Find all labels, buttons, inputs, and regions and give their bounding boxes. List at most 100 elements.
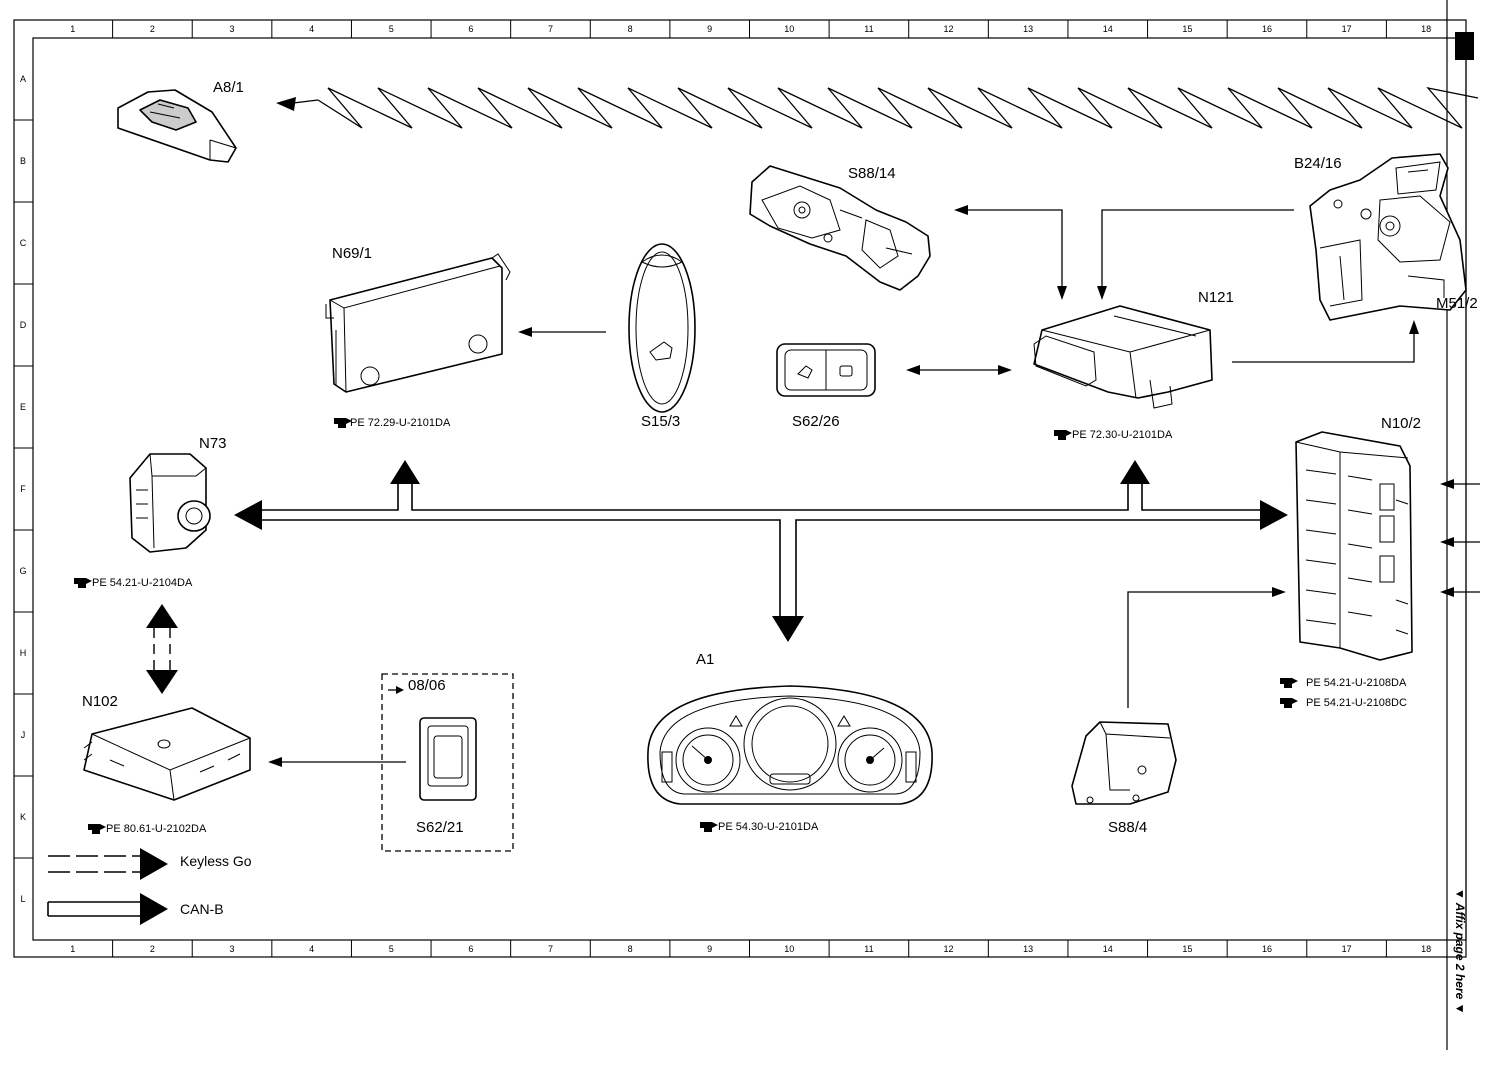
s88-14-illustration [749,165,931,291]
can-arrow-n121 [1120,460,1150,484]
grid-col-label: 3 [230,24,235,34]
grid-row-label: H [20,648,27,658]
n121-illustration [1033,305,1213,409]
grid-row-label: J [21,730,26,740]
grid-col-label: 4 [309,944,314,954]
grid-col-label: 15 [1182,944,1192,954]
grid-col-label: 9 [707,24,712,34]
legend-can-b-label: CAN-B [180,901,224,917]
can-arrow-n73 [234,500,262,530]
grid-col-label: 8 [628,24,633,34]
grid-col-label: 9 [707,944,712,954]
ref-n73: PE 54.21-U-2104DA [92,577,193,589]
ref-n121: PE 72.30-U-2101DA [1072,429,1173,441]
reference-icon [88,824,106,834]
n102-illustration [83,707,251,801]
radio-zigzag [317,86,1479,129]
grid-col-label: 5 [389,24,394,34]
keyless-link-n73-n102 [146,604,178,694]
grid-row-label: K [20,812,26,822]
grid-row-label: L [20,894,25,904]
can-arrow-a1 [772,616,804,642]
grid-col-label: 2 [150,944,155,954]
grid-col-label: 8 [628,944,633,954]
signal-lines [280,209,1480,763]
reference-icons [74,418,1298,834]
grid-row-label: B [20,156,26,166]
reference-icon [1280,698,1298,708]
reference-icon [1280,678,1298,688]
grid-col-label: 12 [944,944,954,954]
label-s62-21: S62/21 [416,819,464,836]
label-a8-1: A8/1 [213,79,244,96]
ref-a1: PE 54.30-U-2101DA [718,821,819,833]
grid-col-label: 10 [784,24,794,34]
label-n121: N121 [1198,289,1234,306]
label-s15-3: S15/3 [641,413,680,430]
ref-n10-2-b: PE 54.21-U-2108DC [1306,697,1407,709]
grid-col-label: 11 [864,24,873,34]
s62-21-optional-frame [381,673,514,852]
grid-col-label: 1 [70,24,75,34]
label-a1: A1 [696,651,714,668]
grid-col-label: 5 [389,944,394,954]
grid-col-label: 2 [150,24,155,34]
grid-col-label: 4 [309,24,314,34]
grid-col-label: 10 [784,944,794,954]
grid-col-label: 14 [1103,24,1113,34]
ref-n10-2-a: PE 54.21-U-2108DA [1306,677,1407,689]
s62-26-illustration [776,343,876,397]
n10-2-illustration [1295,431,1413,661]
label-n102: N102 [82,693,118,710]
grid-col-label: 6 [468,24,473,34]
grid-col-label: 6 [468,944,473,954]
grid-row-label: C [20,238,27,248]
note-s62-21: 08/06 [408,677,446,694]
label-s62-26: S62/26 [792,413,840,430]
reference-icon [334,418,352,428]
grid-col-label: 18 [1421,944,1431,954]
grid-col-label: 1 [70,944,75,954]
grid-col-label: 17 [1342,944,1352,954]
label-b24-16: B24/16 [1294,155,1342,172]
n73-illustration [129,453,211,553]
grid-col-label: 15 [1182,24,1192,34]
reference-icon [74,578,92,588]
a1-instrument-cluster [647,685,933,805]
ref-n69-1: PE 72.29-U-2101DA [350,417,451,429]
legend-keyless-go-label: Keyless Go [180,853,252,869]
label-m51-2: M51/2 [1436,295,1478,312]
grid-col-label: 18 [1421,24,1431,34]
corner-mark [1455,32,1474,60]
grid-col-label: 7 [548,944,553,954]
grid-col-label: 17 [1342,24,1352,34]
label-s88-14: S88/14 [848,165,896,182]
grid-row-label: A [20,74,26,84]
ref-n102: PE 80.61-U-2102DA [106,823,207,835]
label-n69-1: N69/1 [332,245,372,262]
grid-row-label: G [19,566,26,576]
s62-21-illustration [419,717,477,801]
can-b-bus [262,484,1260,616]
grid-col-label: 12 [944,24,954,34]
legend-keyless-go-symbol [48,848,168,880]
grid-col-label: 13 [1023,24,1033,34]
s15-3-illustration [628,243,696,413]
arrow-to-a8-1 [276,97,296,111]
grid-col-label: 7 [548,24,553,34]
label-n10-2: N10/2 [1381,415,1421,432]
affix-note: ▼ Affix page 2 here ▼ [1453,888,1467,1014]
label-s88-4: S88/4 [1108,819,1147,836]
legend-can-b-symbol [47,893,168,925]
grid-col-label: 11 [864,944,873,954]
grid-col-label: 3 [230,944,235,954]
reference-icon [700,822,718,832]
grid-row-label: D [20,320,27,330]
grid-row-label: F [20,484,26,494]
a8-1-key-illustration [117,89,237,163]
can-arrow-n10-2 [1260,500,1288,530]
outer-frame [13,19,1467,958]
